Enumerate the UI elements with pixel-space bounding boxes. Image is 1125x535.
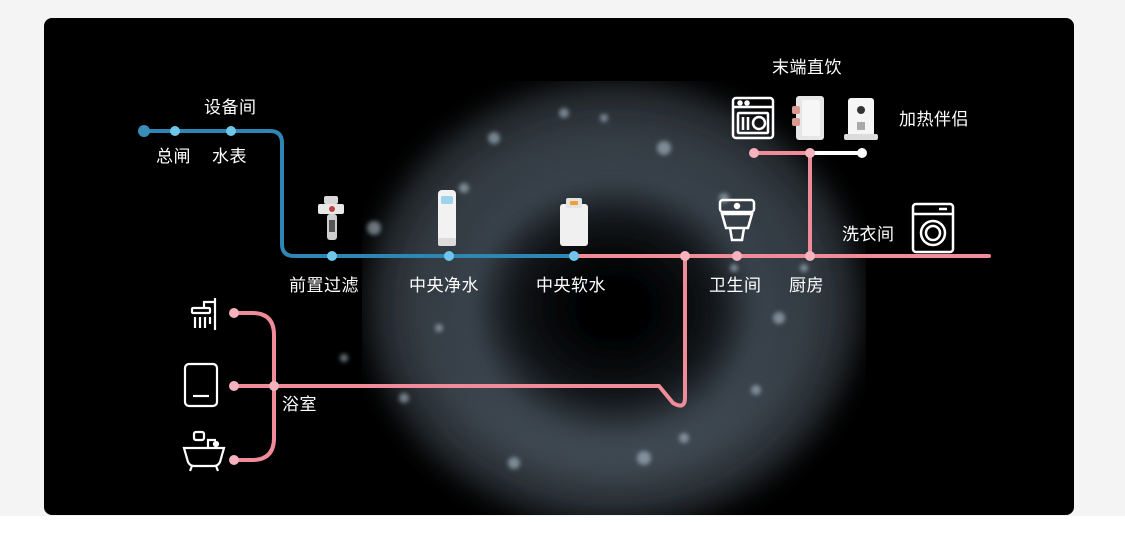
page-bottom-strip <box>0 516 1125 535</box>
label-main-valve: 总闸 <box>156 147 191 167</box>
water-heater-icon <box>183 362 219 408</box>
node-bathroom-hub <box>269 381 279 391</box>
node-kitchen <box>805 251 815 261</box>
node-central-softener <box>569 251 579 261</box>
node-pre-filter <box>327 251 337 261</box>
node-inlet <box>138 125 150 137</box>
label-central-purifier: 中央净水 <box>409 276 479 296</box>
bathroom-pipe <box>274 256 687 408</box>
nodes-blue <box>138 125 579 261</box>
shower-icon <box>190 298 217 330</box>
label-kitchen: 厨房 <box>789 276 824 296</box>
label-laundry: 洗衣间 <box>842 225 895 245</box>
node-dishwasher <box>749 148 759 158</box>
central-softener-device-icon <box>560 198 588 246</box>
node-ro-purifier <box>805 148 815 158</box>
toilet-icon <box>718 198 756 242</box>
node-central-purifier <box>444 251 454 261</box>
node-main-valve <box>170 126 180 136</box>
label-pre-filter: 前置过滤 <box>289 276 359 296</box>
bathtub-icon <box>182 430 226 472</box>
label-bathroom: 浴室 <box>282 395 317 415</box>
dishwasher-icon <box>731 96 775 140</box>
diagram-canvas <box>138 83 991 515</box>
node-water-heater <box>229 381 239 391</box>
ro-purifier-icon <box>792 96 824 140</box>
node-heating-companion <box>857 148 867 158</box>
heating-dispenser-icon <box>844 98 878 140</box>
washing-machine-icon <box>911 202 955 254</box>
label-central-softener: 中央软水 <box>536 276 606 296</box>
label-heating-companion: 加热伴侣 <box>899 110 969 130</box>
label-toilet: 卫生间 <box>709 276 762 296</box>
node-bathroom-branch <box>680 251 690 261</box>
node-bathtub <box>229 455 239 465</box>
nodes-pink <box>229 148 815 465</box>
label-water-meter: 水表 <box>212 147 247 167</box>
label-equipment-room: 设备间 <box>204 98 257 118</box>
pre-filter-device-icon <box>318 196 344 240</box>
clean-water-pipe <box>142 129 576 258</box>
central-purifier-device-icon <box>438 190 456 246</box>
node-water-meter <box>226 126 236 136</box>
water-splash-ring <box>340 83 859 515</box>
water-system-diagram: 设备间 总闸 水表 前置过滤 中央净水 中央软水 卫生间 厨房 洗衣间 末端直饮… <box>44 18 1074 515</box>
node-toilet <box>732 251 742 261</box>
label-point-of-use: 末端直饮 <box>772 58 842 78</box>
node-shower <box>229 308 239 318</box>
